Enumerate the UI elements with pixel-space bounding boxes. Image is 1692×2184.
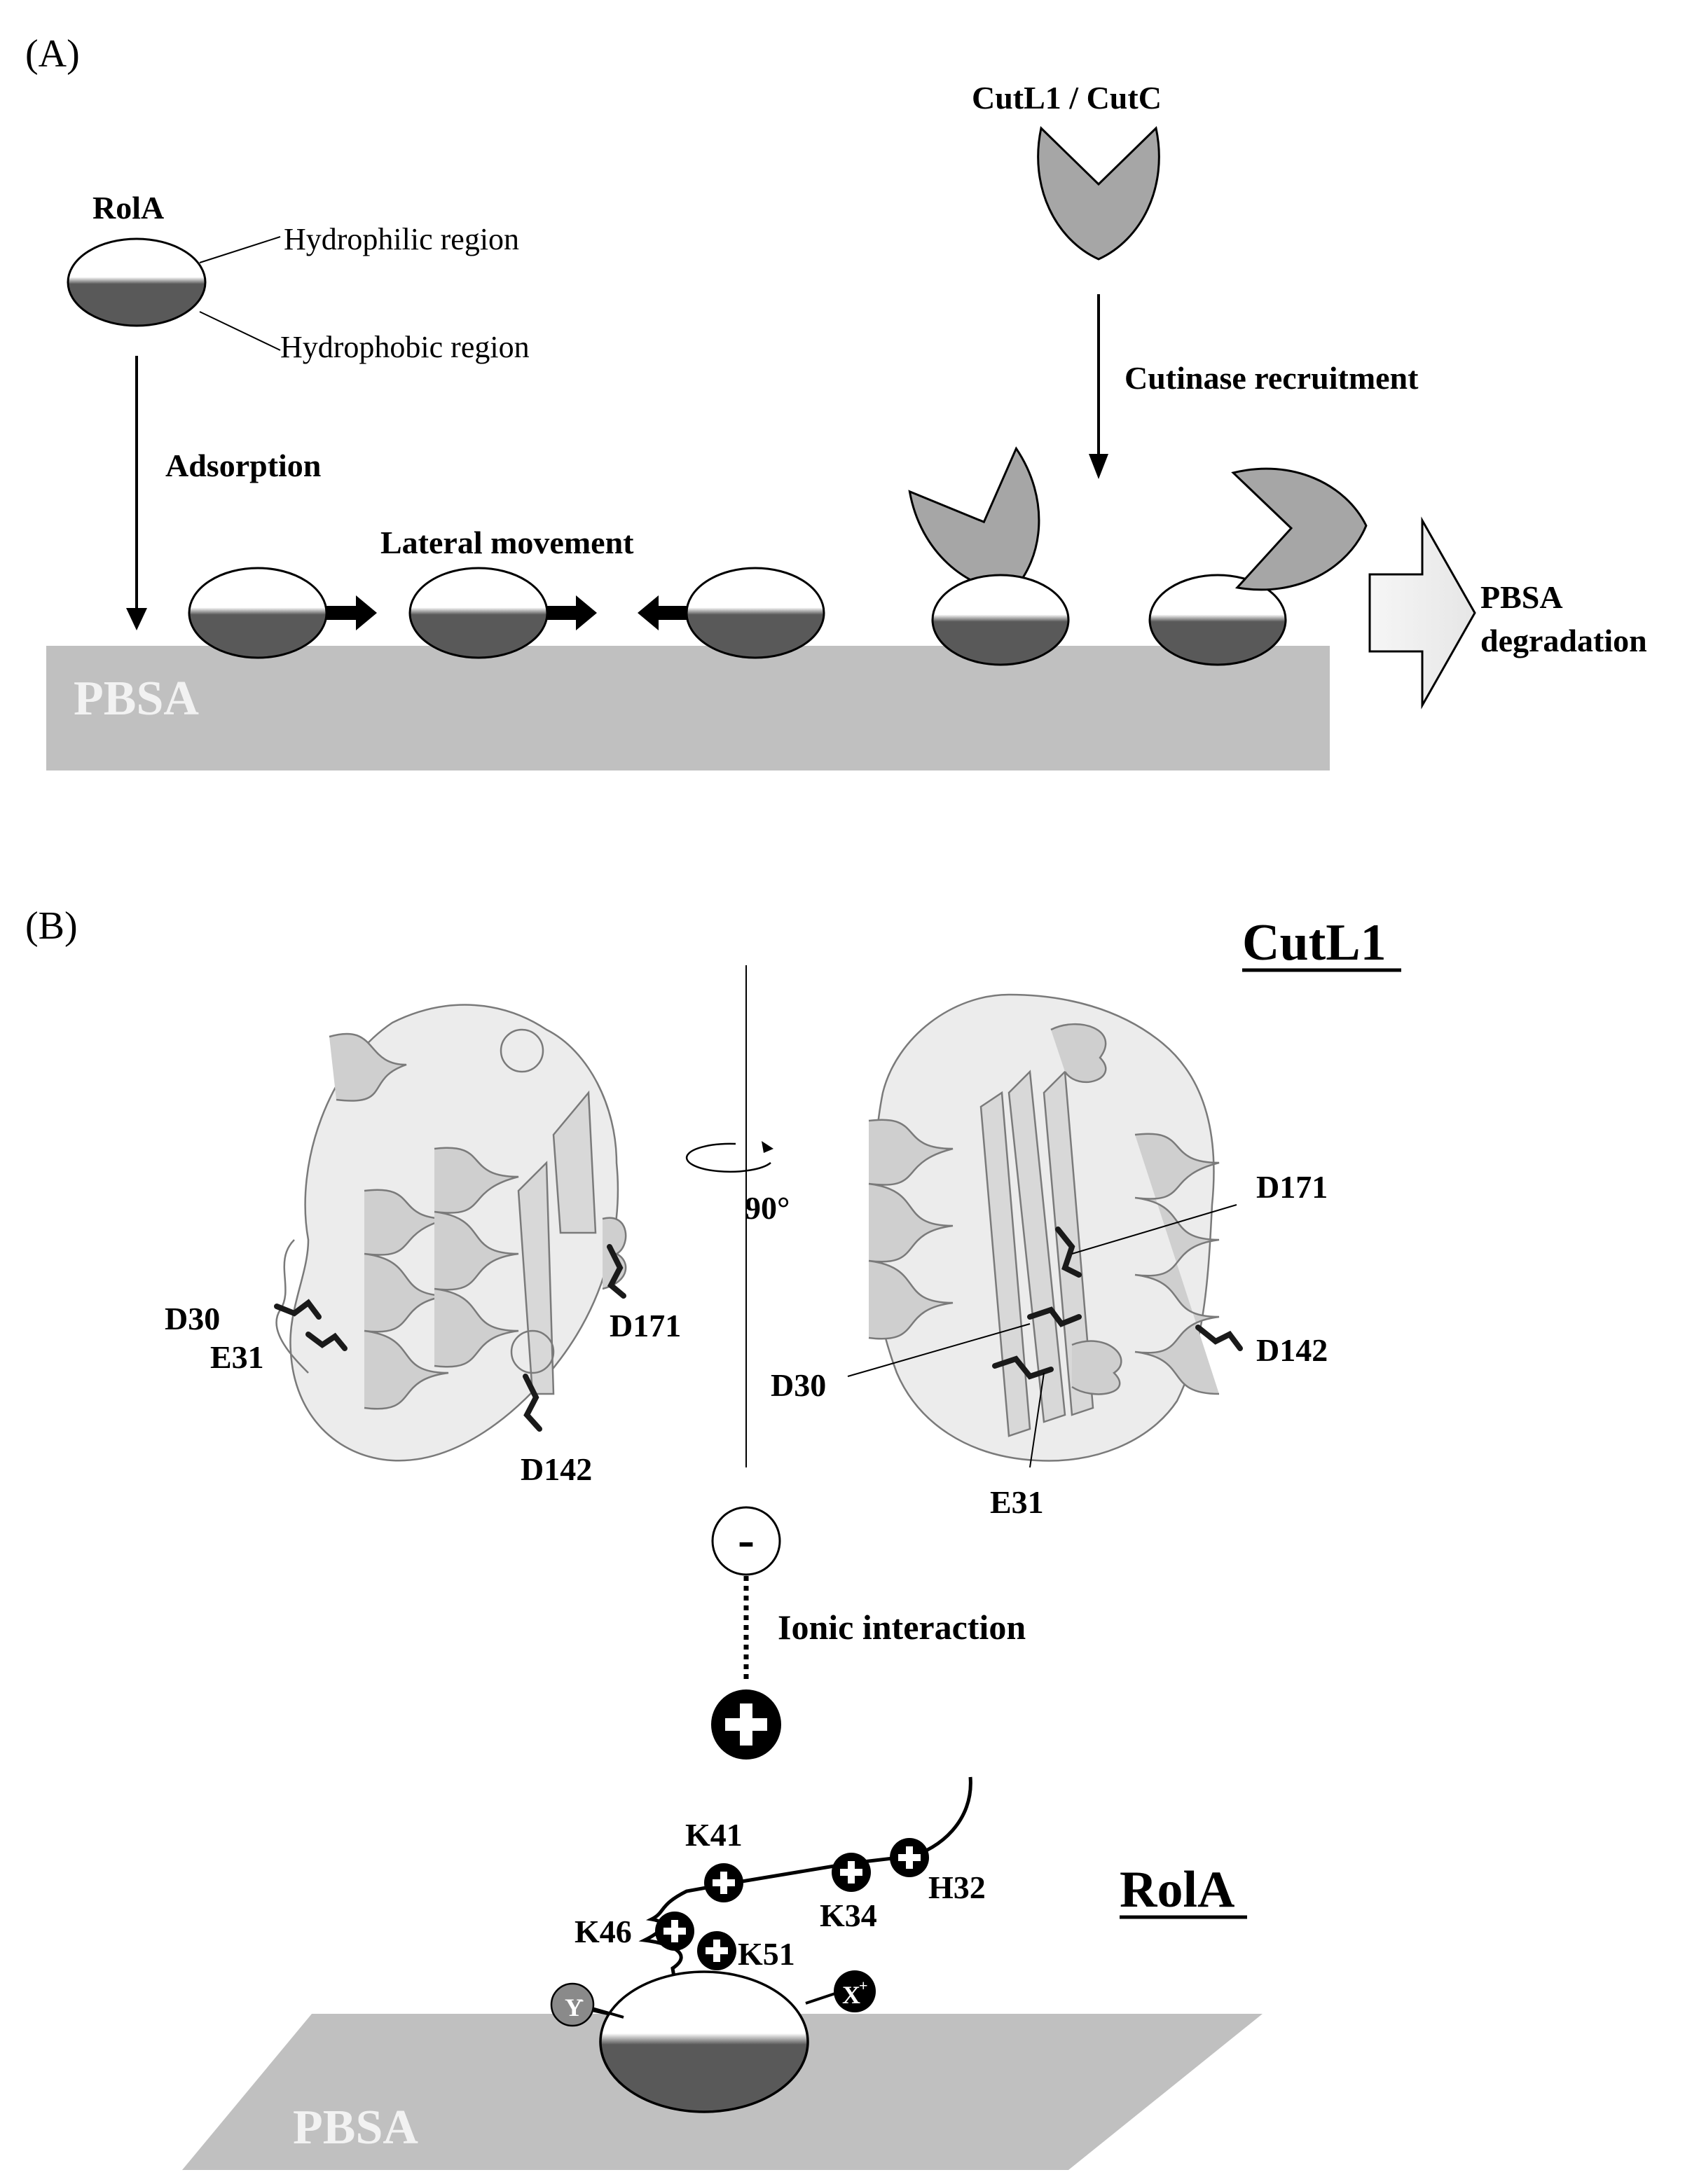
- k46-charge-icon: [655, 1912, 694, 1951]
- e31-label-right: E31: [990, 1484, 1044, 1520]
- d142-label-left: D142: [521, 1451, 592, 1487]
- x-label: X: [842, 1981, 860, 2009]
- panel-b: (B) CutL1 90° D30 E31 D17: [25, 904, 1401, 2170]
- k41-label: K41: [685, 1817, 743, 1853]
- right-helix-top: [1050, 1023, 1107, 1084]
- panel-b-label: (B): [25, 904, 78, 948]
- k46-label: K46: [575, 1914, 632, 1949]
- left-strand-2: [552, 1090, 597, 1234]
- adsorption-label: Adsorption: [165, 448, 321, 483]
- hydrophobic-label: Hydrophobic region: [280, 330, 530, 364]
- cutinase-free: [1037, 127, 1160, 261]
- degradation-arrow: [1368, 516, 1476, 710]
- y-superscript: -: [579, 1991, 584, 2008]
- cutl1-structure-right: [868, 993, 1220, 1462]
- y-leader: [591, 2007, 624, 2019]
- hydrophilic-label: Hydrophilic region: [284, 222, 519, 256]
- rola-bound-2: [1148, 574, 1287, 666]
- left-helix-3: [329, 1032, 407, 1102]
- rotation-arrow-icon: [685, 1142, 771, 1173]
- right-residue-sticks: [992, 1226, 1243, 1380]
- rola-title-b: RolA: [1120, 1861, 1234, 1919]
- rotation-label: 90°: [745, 1190, 790, 1226]
- k51-label: K51: [738, 1936, 795, 1972]
- degradation-line2: degradation: [1480, 623, 1647, 658]
- d142-stick-right: [1195, 1325, 1243, 1351]
- left-strand: [517, 1161, 555, 1395]
- x-plus-icon: [834, 1970, 876, 2012]
- right-helix-right: [1134, 1133, 1220, 1395]
- e31-label-left: E31: [210, 1339, 264, 1375]
- adsorption-arrowhead: [126, 608, 147, 630]
- e31-stick-left: [305, 1332, 348, 1351]
- x-superscript: +: [859, 1977, 868, 1994]
- rola-title-a: RolA: [92, 190, 164, 226]
- pbsa-surface-a: [46, 646, 1330, 770]
- left-residue-sticks: [274, 1244, 626, 1432]
- rola-ellipse-b: [599, 1970, 809, 2113]
- panel-a-label: (A): [25, 32, 80, 76]
- k41-charge-icon: [704, 1863, 743, 1902]
- pbsa-label-b: PBSA: [293, 2101, 418, 2155]
- d30-leader-right: [847, 1323, 1031, 1377]
- d30-label-left: D30: [165, 1301, 220, 1336]
- right-helix-left: [868, 1119, 954, 1340]
- rola-n-terminal-chain: [638, 1776, 972, 1991]
- panel-a: (A) PBSA RolA Hydrophilic region Hydroph…: [25, 32, 1647, 770]
- lateral-movement-label: Lateral movement: [380, 525, 634, 560]
- k34-charge-icon: [832, 1853, 871, 1892]
- rola-legend-ellipse: [67, 237, 207, 327]
- pbsa-label-a: PBSA: [74, 672, 199, 726]
- right-sheet-1: [1007, 1070, 1066, 1423]
- right-helix-mid: [1071, 1340, 1122, 1395]
- cutinase-bound-2: [1232, 464, 1370, 592]
- minus-sign: -: [738, 1512, 755, 1568]
- left-helix-bottom: [510, 1329, 555, 1374]
- cutl1-structure-left: [275, 1004, 627, 1462]
- d30-label-right: D30: [771, 1367, 826, 1403]
- rola-moving-2: [408, 567, 549, 659]
- hydrophilic-leader: [199, 236, 281, 263]
- rola-bound-1: [931, 574, 1070, 666]
- k51-charge-icon: [697, 1931, 736, 1970]
- h32-label: H32: [928, 1869, 986, 1905]
- cutl1-title: CutL1: [1242, 914, 1387, 972]
- lateral-arrow-3: [638, 595, 687, 630]
- rola-moving-1: [188, 567, 328, 659]
- recruitment-arrowhead: [1089, 454, 1108, 479]
- hydrophobic-leader: [199, 311, 281, 351]
- d171-stick-right: [1055, 1226, 1082, 1278]
- y-label: Y: [565, 1993, 583, 2021]
- lateral-arrow-1: [326, 595, 377, 630]
- ionic-label: Ionic interaction: [778, 1608, 1026, 1647]
- d142-stick-left: [523, 1374, 542, 1432]
- d30-stick-right: [1027, 1306, 1082, 1327]
- d171-label-left: D171: [610, 1308, 681, 1343]
- left-helix-top: [500, 1028, 544, 1073]
- left-helix-2: [434, 1147, 519, 1368]
- cutinase-title: CutL1 / CutC: [972, 80, 1162, 116]
- h32-charge-icon: [890, 1838, 929, 1877]
- plus-charge-icon: [711, 1689, 781, 1760]
- e31-stick-right: [992, 1355, 1054, 1380]
- rola-moving-3: [685, 567, 825, 659]
- degradation-line1: PBSA: [1480, 579, 1563, 615]
- d171-leader-right: [1071, 1204, 1237, 1255]
- rotation-arrowhead-icon: [762, 1141, 773, 1153]
- k34-label: K34: [820, 1898, 877, 1933]
- lateral-arrow-2: [547, 595, 597, 630]
- e31-leader-right: [1029, 1372, 1045, 1468]
- d171-label-right: D171: [1256, 1169, 1328, 1205]
- d171-stick-left: [607, 1244, 626, 1299]
- recruitment-label: Cutinase recruitment: [1124, 360, 1419, 396]
- y-minus-icon: [550, 1982, 595, 2027]
- d142-label-right: D142: [1256, 1332, 1328, 1368]
- minus-charge-icon: [711, 1506, 781, 1576]
- d30-stick-left: [274, 1299, 322, 1320]
- right-sheet-3: [979, 1091, 1031, 1437]
